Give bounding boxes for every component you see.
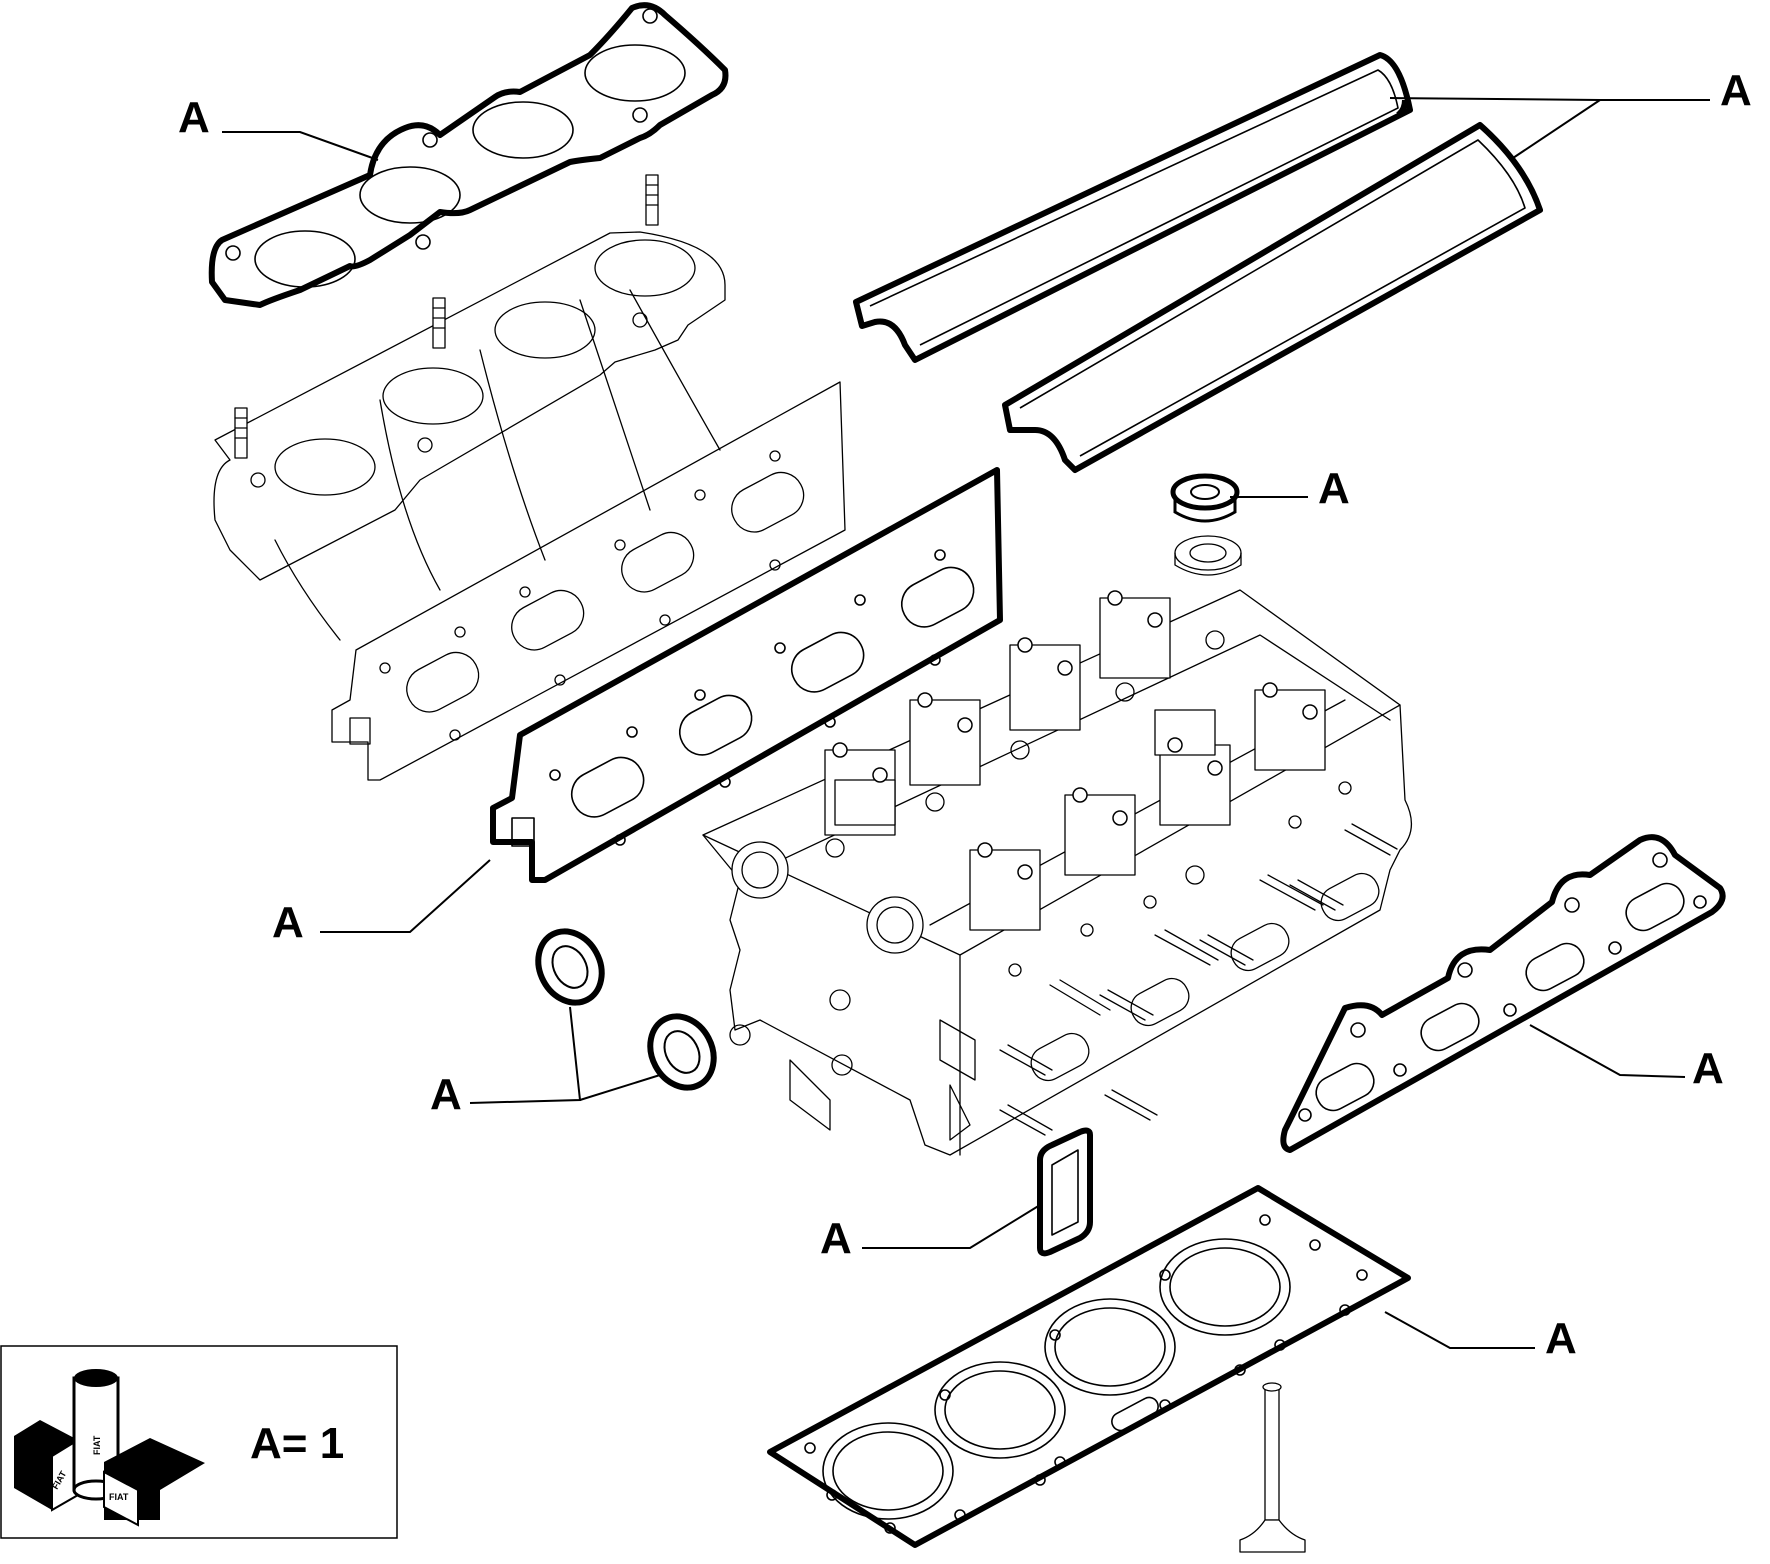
legend-box: FIAT FIAT FIAT A= 1 xyxy=(0,1345,398,1539)
cylinder-head xyxy=(702,589,1412,1156)
valve-cover-gasket-lower xyxy=(1002,122,1543,473)
intake-manifold xyxy=(213,174,726,641)
camshaft-oil-seal-1 xyxy=(535,928,605,1006)
exhaust-manifold-plate xyxy=(331,381,846,781)
exhaust-manifold-gasket xyxy=(490,467,1003,883)
camshaft-oil-seal-2 xyxy=(647,1013,717,1091)
callout-exhaust-manifold-gasket: A xyxy=(272,898,304,947)
rectangular-seal xyxy=(1037,1127,1093,1257)
valve xyxy=(1239,1382,1306,1553)
fiat-parts-kit-icon: FIAT FIAT FIAT xyxy=(14,1369,205,1527)
manifold-stud xyxy=(234,407,248,459)
valve-cover-gasket-upper xyxy=(853,52,1413,363)
manifold-stud xyxy=(432,297,446,349)
logo-mark-cylinder: FIAT xyxy=(92,1435,102,1455)
intake-manifold-gasket xyxy=(208,2,729,308)
spark-plug-well-seal xyxy=(1170,473,1240,523)
callout-rectangular-seal: A xyxy=(820,1214,852,1263)
callout-valve-cover-gaskets: A xyxy=(1720,66,1752,115)
callout-spark-plug-well-seal: A xyxy=(1318,464,1350,513)
valve-spring-seat xyxy=(1174,535,1242,576)
callout-camshaft-oil-seals: A xyxy=(430,1070,462,1119)
cylinder-head-gasket xyxy=(767,1185,1411,1548)
logo-mark-right: FIAT xyxy=(109,1492,129,1502)
callout-side-manifold-gasket: A xyxy=(1692,1044,1724,1093)
side-manifold-gasket xyxy=(1280,834,1726,1153)
legend-quantity-text: A= 1 xyxy=(250,1419,344,1468)
callout-intake-manifold-gasket: A xyxy=(178,93,210,142)
callout-cylinder-head-gasket: A xyxy=(1545,1314,1577,1363)
manifold-stud xyxy=(645,174,659,226)
leader-lines xyxy=(222,97,1710,1349)
